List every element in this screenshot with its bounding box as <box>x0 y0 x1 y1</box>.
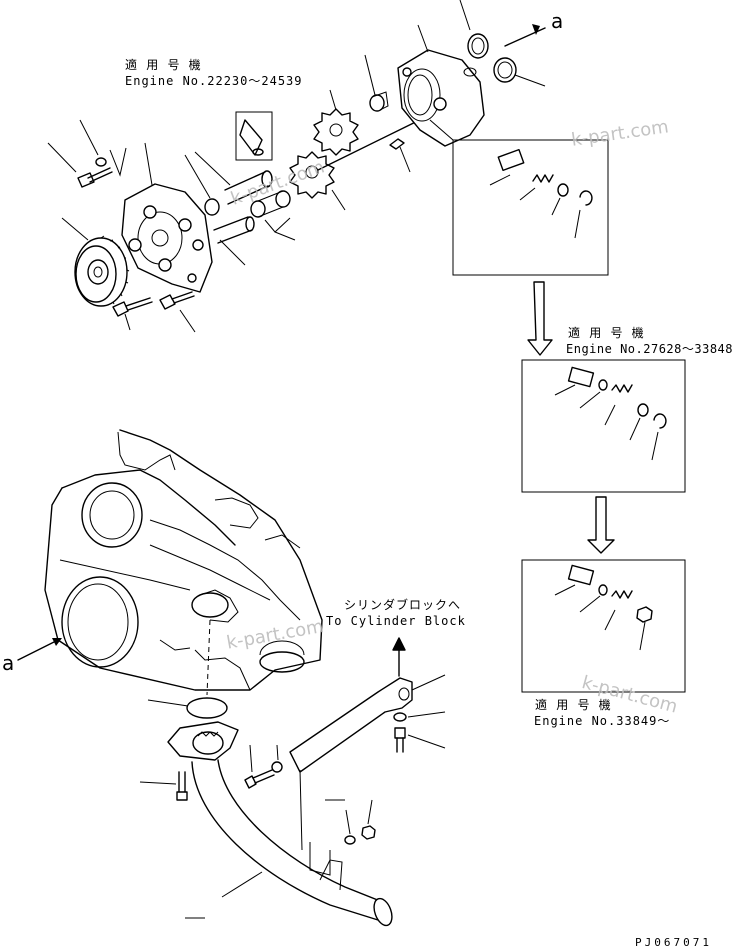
drawing-code: PJ067071 <box>635 936 712 949</box>
engine-range-label-2: Engine No.27628〜33848 <box>566 342 733 356</box>
to-cylinder-block-jp: シリンダブロックへ <box>344 598 462 612</box>
reference-arrow-a <box>17 639 59 661</box>
gasket <box>147 619 228 719</box>
drive-gear <box>61 217 130 307</box>
bushings <box>184 111 296 266</box>
applicable-machines-label-2: 適 用 号 機 <box>568 326 645 340</box>
down-arrow-1 <box>527 281 553 356</box>
fasteners-bottom <box>139 711 446 919</box>
applicable-machines-label-3: 適 用 号 機 <box>535 698 612 712</box>
pipe-bracket <box>289 637 446 851</box>
bolts-bottom <box>112 291 196 333</box>
relief-valve-box-3 <box>521 559 686 693</box>
relief-valve-box-1 <box>429 119 609 276</box>
reference-letter-a-left: a <box>2 651 15 675</box>
seal-rings <box>459 0 546 87</box>
suction-pipe <box>167 721 393 927</box>
reference-letter-a-top: a <box>551 9 564 33</box>
pump-cover <box>121 142 213 293</box>
relief-valve-box-2 <box>521 359 686 493</box>
engine-range-label-3: Engine No.33849〜 <box>534 714 671 728</box>
pump-body <box>389 24 485 173</box>
down-arrow-2 <box>587 496 615 554</box>
to-cylinder-block-en: To Cylinder Block <box>326 614 466 628</box>
reference-arrowhead-a <box>52 638 62 646</box>
up-arrow-head <box>393 638 405 650</box>
engine-block <box>44 429 323 691</box>
bolt-top-left <box>47 119 127 188</box>
engine-range-label-1: Engine No.22230〜24539 <box>125 74 303 88</box>
applicable-machines-label-1: 適 用 号 機 <box>125 58 202 72</box>
